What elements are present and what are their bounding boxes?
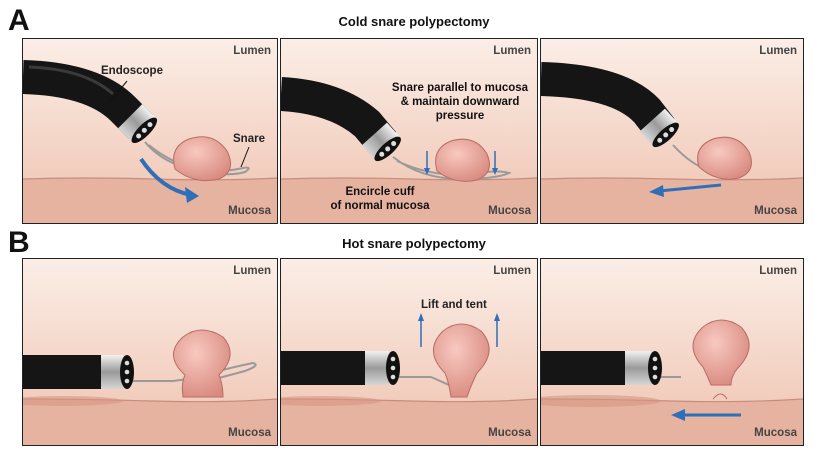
endoscope [23, 60, 154, 140]
cuff-line-1: Encircle cuff [345, 186, 415, 198]
polyp [173, 329, 231, 398]
mucosa-label: Mucosa [754, 427, 797, 439]
endoscope [541, 351, 627, 385]
panel-b3-illustration [541, 259, 803, 445]
withdraw-arrow [658, 183, 722, 193]
snare-label: Snare [233, 133, 265, 145]
panel-a2: Lumen Mucosa Snare parallel to mucosa & … [280, 38, 538, 224]
panel-a3: Lumen Mucosa [540, 38, 804, 224]
section-title-cold: Cold snare polypectomy [338, 14, 490, 29]
endoscope-tip [101, 355, 134, 389]
mucosa-label: Mucosa [754, 205, 797, 217]
panel-b1-illustration [23, 259, 277, 445]
panel-a1: Lumen Mucosa Endoscope Snare [22, 38, 278, 224]
mucosa-label: Mucosa [228, 427, 271, 439]
panel-b2-illustration [281, 259, 537, 445]
endoscope-tip [625, 351, 662, 385]
endoscope-tip [118, 104, 158, 144]
lumen-label: Lumen [233, 45, 271, 57]
endoscope-tip [361, 122, 401, 162]
panel-b3: Lumen Mucosa [540, 258, 804, 446]
mucosa-label: Mucosa [228, 205, 271, 217]
instruction-line-2: & maintain downward [400, 96, 520, 108]
section-letter-a: A [8, 4, 30, 37]
section-title-hot: Hot snare polypectomy [342, 236, 486, 251]
movement-arrow [139, 157, 192, 197]
endoscope [541, 62, 675, 140]
endoscope-tip [365, 351, 400, 385]
mucosa-label: Mucosa [488, 427, 531, 439]
endoscope [281, 77, 397, 154]
polyp [173, 136, 232, 182]
instruction-label: Snare parallel to mucosa & maintain down… [385, 81, 535, 123]
lumen-label: Lumen [493, 265, 531, 277]
endoscope-tip [639, 108, 679, 148]
instruction-line-3: pressure [435, 110, 485, 122]
lumen-label: Lumen [759, 265, 797, 277]
polyp [433, 323, 490, 398]
panel-b1: Lumen Mucosa [22, 258, 278, 446]
polyp [692, 319, 750, 386]
panel-a1-illustration [23, 39, 277, 223]
lumen-label: Lumen [233, 265, 271, 277]
mucosa-layer [23, 178, 277, 223]
endoscope [281, 351, 367, 385]
panel-b2: Lumen Mucosa Lift and tent [280, 258, 538, 446]
polyp [697, 136, 752, 180]
cuff-line-2: of normal mucosa [330, 200, 430, 212]
panel-a2-illustration [281, 39, 537, 223]
panel-a3-illustration [541, 39, 803, 223]
lumen-label: Lumen [493, 45, 531, 57]
lift-and-tent-label: Lift and tent [421, 299, 487, 311]
endoscope [23, 355, 103, 389]
instruction-line-1: Snare parallel to mucosa [391, 82, 529, 94]
lumen-label: Lumen [759, 45, 797, 57]
mucosa-label: Mucosa [488, 205, 531, 217]
polyp [435, 138, 490, 182]
cuff-label: Encircle cuff of normal mucosa [325, 185, 435, 213]
section-letter-b: B [8, 226, 30, 259]
endoscope-label: Endoscope [101, 65, 163, 77]
